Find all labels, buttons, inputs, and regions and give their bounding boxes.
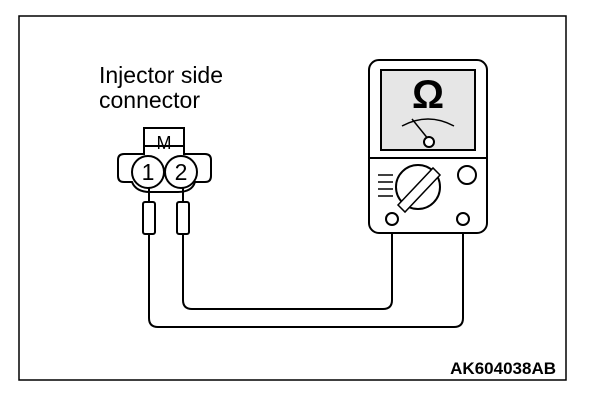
- connector-label-line1: Injector side: [99, 62, 223, 88]
- pin-1-label: 1: [142, 159, 155, 185]
- meter-needle-pivot: [423, 136, 435, 148]
- wire-pin2-to-meter: [182, 225, 393, 310]
- meter-needle: [411, 118, 430, 141]
- probe-tip-1: [142, 201, 156, 235]
- connector-label-line2: connector: [99, 87, 200, 113]
- ohmmeter-icon: [368, 59, 488, 234]
- meter-jack-com: [385, 212, 399, 226]
- ohm-symbol: Ω: [412, 73, 444, 117]
- figure-id: AK604038AB: [450, 359, 556, 378]
- probe-tip-2: [176, 201, 190, 235]
- meter-jack-ohm: [456, 212, 470, 226]
- zero-adjust-knob: [457, 165, 477, 185]
- figure-frame: [18, 15, 567, 381]
- pin-2-label: 2: [175, 159, 188, 185]
- meter-scale-arc: [401, 118, 455, 127]
- selector-knob: [396, 166, 442, 214]
- wire-pin1-to-meter: [148, 225, 464, 328]
- pin-2-circle: [164, 155, 198, 189]
- connector-key-letter: M: [157, 133, 172, 153]
